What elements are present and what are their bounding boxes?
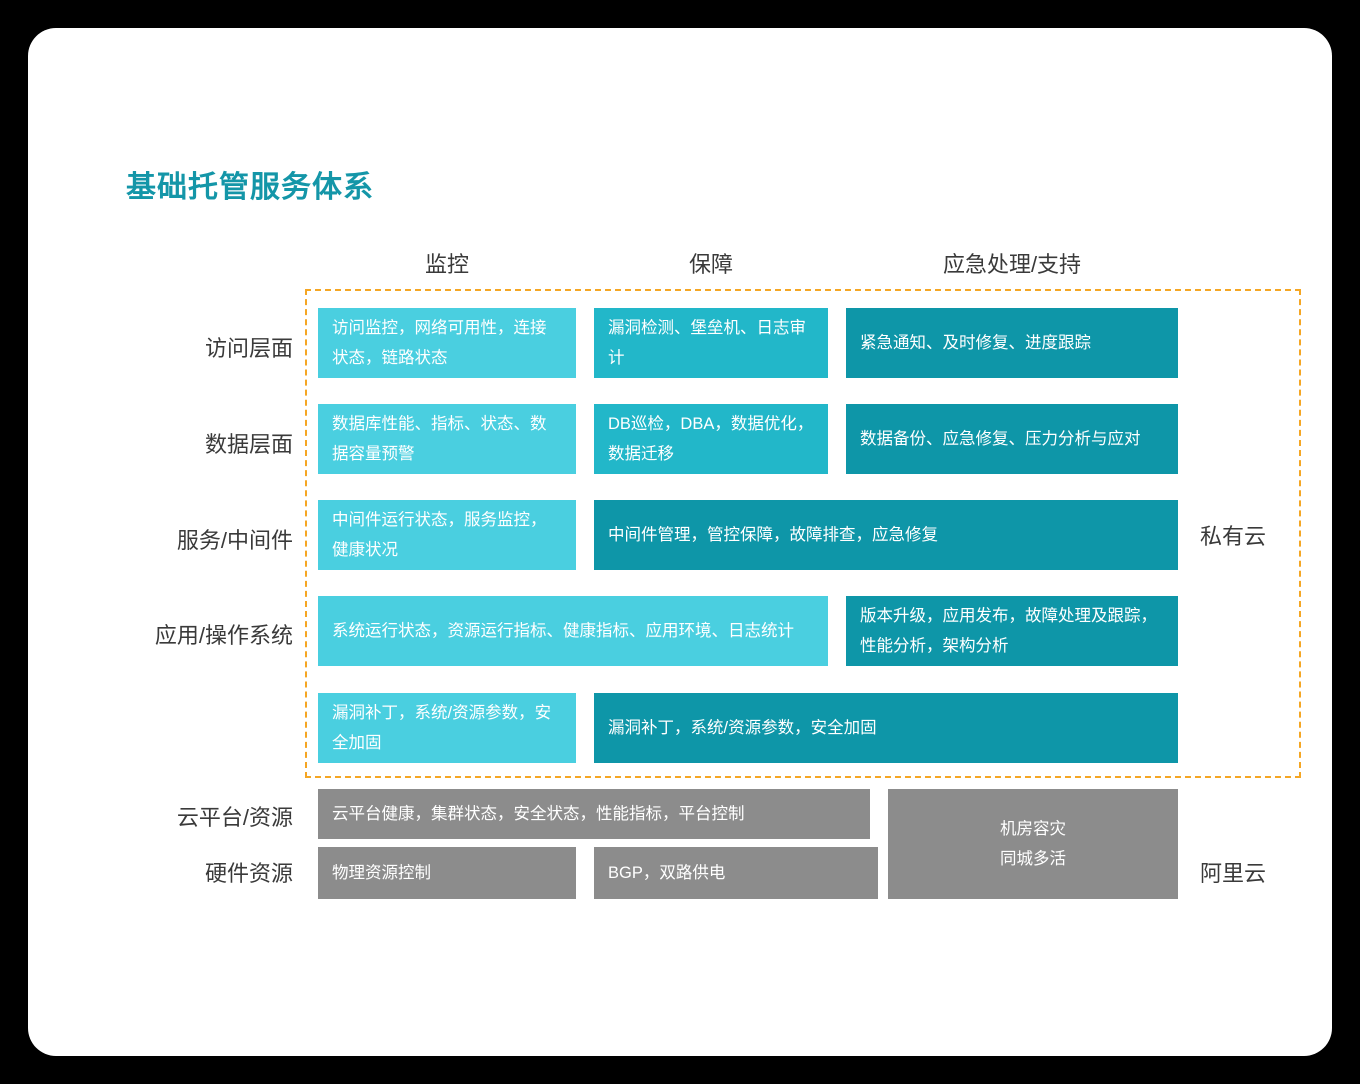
row-label-data: 数据层面 (204, 432, 293, 457)
row-label-service-middleware: 服务/中间件 (176, 528, 293, 553)
row-label-hardware: 硬件资源 (204, 861, 293, 886)
cell-access-assurance: 漏洞检测、堡垒机、日志审计 (594, 308, 828, 378)
cell-access-monitoring: 访问监控，网络可用性，连接状态，链路状态 (318, 308, 576, 378)
cell-appos-monitoring-assurance: 系统运行状态，资源运行指标、健康指标、应用环境、日志统计 (318, 596, 828, 666)
diagram-card: 基础托管服务体系 监控 保障 应急处理/支持 访问层面 数据层面 服务/中间件 … (28, 28, 1332, 1056)
cell-security-monitoring: 漏洞补丁，系统/资源参数，安全加固 (318, 693, 576, 763)
side-label-private-cloud: 私有云 (1200, 524, 1267, 549)
cell-data-assurance: DB巡检，DBA，数据优化，数据迁移 (594, 404, 828, 474)
cell-middleware-monitoring: 中间件运行状态，服务监控，健康状况 (318, 500, 576, 570)
cell-dr-multisite: 机房容灾 同城多活 (888, 789, 1178, 899)
cell-middleware-assurance-emergency: 中间件管理，管控保障，故障排查，应急修复 (594, 500, 1178, 570)
cell-appos-emergency: 版本升级，应用发布，故障处理及跟踪，性能分析，架构分析 (846, 596, 1178, 666)
cell-cloudplatform-monitoring-assurance: 云平台健康，集群状态，安全状态，性能指标，平台控制 (318, 789, 870, 839)
cell-data-monitoring: 数据库性能、指标、状态、数据容量预警 (318, 404, 576, 474)
cell-security-assurance-emergency: 漏洞补丁，系统/资源参数，安全加固 (594, 693, 1178, 763)
cell-hardware-monitoring: 物理资源控制 (318, 847, 576, 899)
row-label-cloud-platform: 云平台/资源 (176, 805, 293, 830)
page-title: 基础托管服务体系 (126, 171, 374, 204)
side-label-alicloud: 阿里云 (1200, 861, 1267, 886)
column-header-emergency: 应急处理/支持 (942, 252, 1082, 277)
column-header-monitoring: 监控 (424, 252, 469, 277)
cell-hardware-assurance: BGP，双路供电 (594, 847, 878, 899)
row-label-app-os: 应用/操作系统 (154, 623, 293, 648)
cell-data-emergency: 数据备份、应急修复、压力分析与应对 (846, 404, 1178, 474)
private-cloud-region-border (305, 289, 1301, 778)
column-header-assurance: 保障 (688, 252, 733, 277)
cell-access-emergency: 紧急通知、及时修复、进度跟踪 (846, 308, 1178, 378)
row-label-access: 访问层面 (204, 336, 293, 361)
